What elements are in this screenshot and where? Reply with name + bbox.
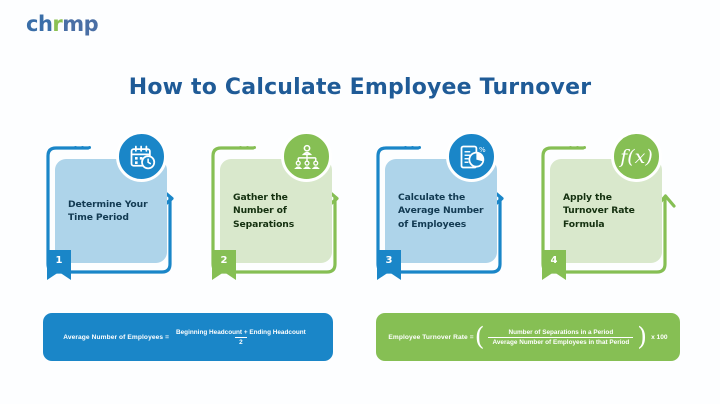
org-chart-icon [281,131,332,182]
svg-text:%: % [479,145,486,153]
step-dots-4 [569,146,587,150]
step-label-3: Calculate the Average Number of Employee… [398,191,484,230]
formula-box-average-employees: Average Number of Employees = Beginning … [43,313,333,361]
step-card-3: Calculate the Average Number of Employee… [366,131,534,290]
formula-1-fraction: Beginning Headcount + Ending Headcount 2 [172,329,310,346]
step-dots-1 [74,146,92,150]
formula-1-label: Average Number of Employees = [63,333,170,341]
step-number-badge-3: 3 [377,250,401,280]
brand-logo-part-2: r [52,12,63,36]
step-number-badge-2: 2 [212,250,236,280]
step-card-4: Apply the Turnover Rate Formula f(x) 4 [531,131,699,290]
page-title: How to Calculate Employee Turnover [128,75,592,100]
step-number-badge-1: 1 [47,250,71,280]
brand-logo: chrmp [26,12,99,36]
formula-1-denominator: 2 [235,336,247,346]
step-label-2: Gather the Number of Separations [233,191,295,230]
formula-2-label: Employee Turnover Rate = [388,333,474,341]
formula-2-multiplier: x 100 [651,333,668,341]
formula-2-fraction: Number of Separations in a Period Averag… [488,328,634,346]
step-dots-2 [239,146,257,150]
step-number-badge-4: 4 [542,250,566,280]
step-card-2: Gather the Number of Separations [201,131,369,290]
formula-2-denominator: Average Number of Employees in that Peri… [488,336,634,346]
step-number-4: 4 [550,255,558,266]
step-card-1: Determine Your Time Period 1 [36,131,204,290]
report-pie-chart-icon: % [446,131,497,182]
function-fx-text: f(x) [620,145,653,168]
step-number-2: 2 [220,255,228,266]
brand-logo-part-1: ch [26,12,53,36]
calendar-clock-icon [116,131,167,182]
formula-2-numerator: Number of Separations in a Period [508,328,614,336]
step-label-4: Apply the Turnover Rate Formula [563,191,635,230]
step-label-1: Determine Your Time Period [68,198,148,223]
formula-1-numerator: Beginning Headcount + Ending Headcount [176,328,306,336]
step-dots-3 [404,146,422,150]
brand-logo-part-3: mp [62,12,99,36]
function-fx-icon: f(x) [611,131,662,182]
formula-box-turnover-rate: Employee Turnover Rate = ( Number of Sep… [376,313,680,361]
step-body-2: Gather the Number of Separations [220,159,332,263]
step-number-3: 3 [385,255,393,266]
step-number-1: 1 [55,255,63,266]
